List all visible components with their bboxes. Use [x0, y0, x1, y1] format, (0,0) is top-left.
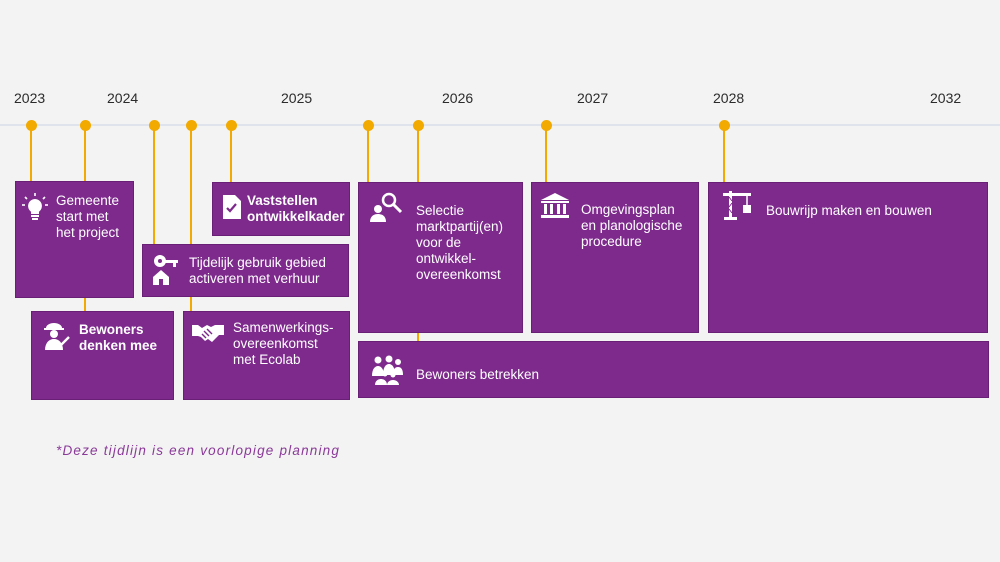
card-tijdelijk-gebruik: Tijdelijk gebruik gebied activeren met v…: [142, 244, 349, 297]
marker-gemeente: [26, 120, 37, 131]
card-bouwrijp-label: Bouwrijp maken en bouwen: [766, 203, 932, 218]
card-vaststellen-label: Vaststellen ontwikkelkader: [247, 193, 345, 224]
year-2025: 2025: [281, 90, 313, 106]
person-search-icon: [369, 191, 403, 223]
government-building-icon: [540, 193, 570, 219]
crane-icon: [721, 189, 753, 221]
planning-note: *Deze tijdlijn is een voorlopige plannin…: [56, 443, 341, 458]
marker-tijdelijk: [149, 120, 160, 131]
card-omgevingsplan: Omgevingsplan en planologische procedure: [531, 182, 699, 333]
lightbulb-icon: [22, 192, 48, 222]
marker-samenwerking: [186, 120, 197, 131]
card-selectie: Selectie marktpartij(en) voor de ontwikk…: [358, 182, 523, 333]
group-icon: [371, 354, 403, 386]
document-check-icon: [221, 193, 243, 221]
stem-samenwerking: [190, 126, 192, 312]
key-house-icon: [151, 253, 181, 285]
card-gemeente-start: Gemeente start met het project: [15, 181, 134, 298]
marker-vaststellen: [226, 120, 237, 131]
year-2024: 2024: [107, 90, 139, 106]
card-omgevingsplan-label: Omgevingsplan en planologische procedure: [581, 202, 683, 249]
year-2028: 2028: [713, 90, 745, 106]
card-gemeente-label: Gemeente start met het project: [56, 193, 120, 240]
card-samenwerking: Samenwerkings- overeenkomst met Ecolab: [183, 311, 350, 400]
year-2027: 2027: [577, 90, 609, 106]
year-2032: 2032: [930, 90, 962, 106]
card-betrekken-label: Bewoners betrekken: [416, 367, 540, 382]
card-samenwerking-label: Samenwerkings- overeenkomst met Ecolab: [233, 320, 334, 367]
worker-icon: [40, 320, 70, 352]
card-bewoners-mee-label: Bewoners denken mee: [79, 322, 158, 353]
year-2026: 2026: [442, 90, 474, 106]
marker-betrekken: [413, 120, 424, 131]
stem-gemeente: [30, 126, 32, 182]
marker-bewoners-mee: [80, 120, 91, 131]
year-2023: 2023: [14, 90, 46, 106]
stem-vaststellen: [230, 126, 232, 182]
card-tijdelijk-label: Tijdelijk gebruik gebied activeren met v…: [189, 255, 326, 286]
marker-bouwrijp: [719, 120, 730, 131]
stem-tijdelijk: [153, 126, 155, 244]
marker-selectie: [363, 120, 374, 131]
card-selectie-label: Selectie marktpartij(en) voor de ontwikk…: [416, 203, 504, 282]
timeline-axis: [0, 124, 1000, 126]
card-bewoners-betrekken: Bewoners betrekken: [358, 341, 989, 398]
card-bouwrijp: Bouwrijp maken en bouwen: [708, 182, 988, 333]
card-vaststellen: Vaststellen ontwikkelkader: [212, 182, 350, 236]
stem-bouwrijp: [723, 126, 725, 182]
stem-omgevingsplan: [545, 126, 547, 182]
stem-selectie: [367, 126, 369, 182]
marker-omgevingsplan: [541, 120, 552, 131]
handshake-icon: [192, 320, 224, 344]
card-bewoners-denken-mee: Bewoners denken mee: [31, 311, 174, 400]
